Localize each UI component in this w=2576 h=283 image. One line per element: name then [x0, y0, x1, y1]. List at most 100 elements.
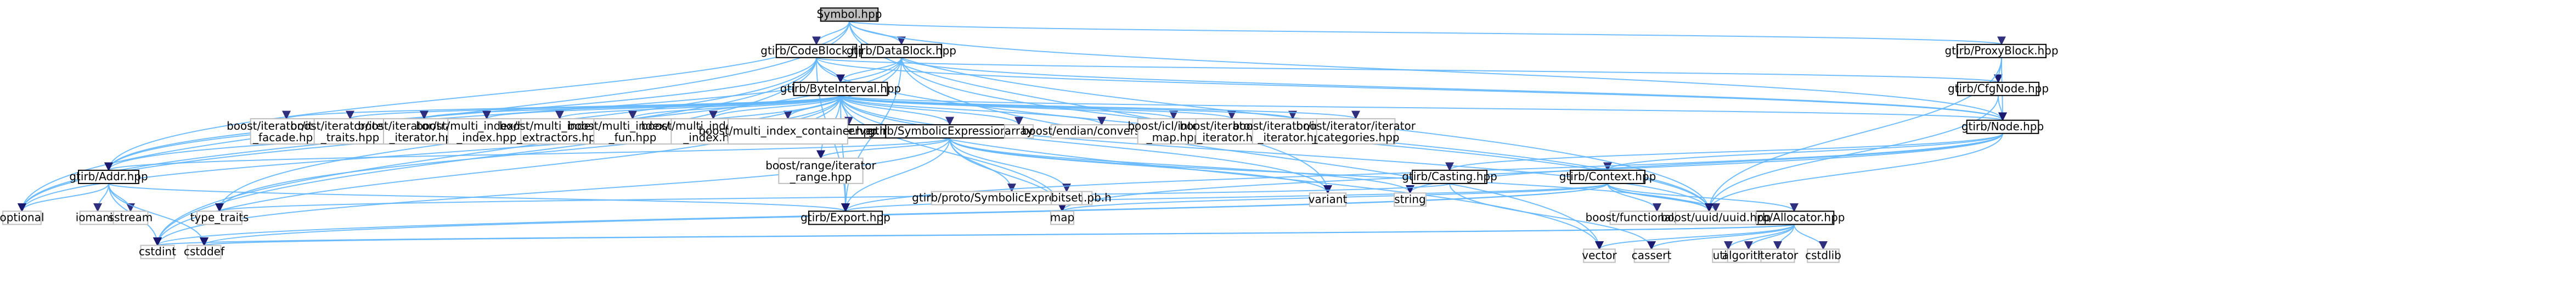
edge-datablock-to-vector — [901, 57, 1604, 250]
edge-casting-to-type_traits — [216, 182, 1450, 212]
node-box — [1583, 248, 1616, 263]
node-byteinterval[interactable]: gtirb/ByteInterval.hpp — [780, 81, 901, 96]
node-label: gtirb/ByteInterval.hpp — [780, 82, 901, 95]
node-box — [112, 210, 149, 225]
node-label: boost/uuid/uuid.hpp — [1661, 210, 1771, 224]
node-casting[interactable]: gtirb/Casting.hpp — [1402, 169, 1497, 184]
edge-byteinterval-to-it_traits — [346, 95, 841, 120]
node-allocator[interactable]: gtirb/Allocator.hpp — [1744, 210, 1845, 225]
node-box — [885, 124, 1014, 139]
node-label: gtirb/Export.hpp — [801, 210, 890, 224]
edge-codeblock-to-cfgnode — [816, 57, 2002, 84]
node-label: _categories.hpp — [1311, 131, 1399, 144]
node-label: gtirb/DataBlock.hpp — [847, 44, 956, 57]
edge-addr-to-cstddef — [108, 183, 208, 247]
node-box — [1394, 192, 1427, 207]
node-label: _range.hpp — [790, 170, 852, 184]
node-iterator: iterator — [1757, 248, 1799, 263]
edge-context-to-func_hash — [1607, 183, 1661, 212]
edge-symexpr-to-range — [816, 137, 950, 159]
node-box — [78, 169, 139, 184]
node-context[interactable]: gtirb/Context.hpp — [1559, 169, 1656, 184]
node-label: iterator — [1757, 248, 1799, 262]
edge-codeblock-to-byteinterval — [816, 57, 845, 84]
node-cstddef: cstddef — [184, 245, 225, 259]
edge-addr-to-optional — [18, 183, 109, 212]
node-box — [1966, 119, 2039, 134]
edge-node-to-casting — [1445, 132, 2003, 171]
edge-casting-to-cassert — [1449, 183, 1656, 250]
node-label: _map.hpp — [1146, 131, 1201, 144]
edge-datablock-to-byteinterval — [836, 57, 902, 84]
node-box — [313, 118, 387, 145]
node-label: boost/range/iterator — [765, 159, 876, 172]
node-symbol[interactable]: Symbol.hpp — [817, 7, 882, 22]
node-label: _iterator.hpp — [1257, 131, 1327, 144]
edge-symbol-to-codeblock — [812, 21, 850, 46]
node-it_categories: boost/iterator/iterator_categories.hpp — [1296, 118, 1416, 145]
node-box — [728, 118, 848, 145]
edge-datablock-to-addr — [104, 57, 902, 171]
node-box — [593, 118, 672, 145]
node-label: sstream — [109, 210, 153, 224]
edge-byteinterval-to-mem_fun — [628, 95, 841, 120]
node-vector: vector — [1582, 248, 1617, 263]
edge-byteinterval-to-array — [840, 95, 1023, 126]
node-label: cstddef — [184, 245, 225, 258]
node-datablock[interactable]: gtirb/DataBlock.hpp — [847, 43, 956, 58]
edge-byteinterval-to-map — [840, 95, 1067, 212]
edge-byteinterval-to-endian — [840, 95, 1106, 126]
edge-codeblock-to-cstdint — [153, 57, 817, 247]
edge-symexpr-to-addr — [104, 137, 950, 171]
node-box — [196, 210, 243, 225]
node-label: array — [1005, 124, 1034, 137]
edge-byteinterval-to-type_traits — [215, 95, 841, 212]
node-box — [1050, 124, 1153, 139]
node-box — [1754, 210, 1835, 225]
node-iomanip: iomanip — [76, 210, 120, 225]
node-label: variant — [1309, 192, 1348, 206]
edge-allocator-to-utility — [1724, 224, 1795, 250]
node-box — [1956, 43, 2047, 58]
node-label: _index.hpp — [456, 131, 516, 144]
edge-byteinterval-to-optional — [18, 95, 841, 212]
node-box — [808, 210, 883, 225]
node-box — [1675, 210, 1757, 225]
node-export[interactable]: gtirb/Export.hpp — [801, 210, 890, 225]
edge-byteinterval-to-variant — [840, 95, 1332, 194]
edge-symbol-to-node — [849, 21, 2007, 121]
node-addr[interactable]: gtirb/Addr.hpp — [69, 169, 148, 184]
node-label: gtirb/Allocator.hpp — [1744, 210, 1845, 224]
edge-addr-to-sstream — [108, 183, 135, 212]
edge-byteinterval-to-cstdint — [153, 95, 841, 247]
edge-context-to-cstddef — [200, 183, 1608, 247]
node-label: bitset — [1051, 191, 1083, 204]
node-box — [1633, 248, 1670, 263]
node-node[interactable]: gtirb/Node.hpp — [1961, 119, 2044, 134]
edge-symexpr-to-bitset — [949, 137, 1071, 193]
dependency-edges — [18, 20, 2007, 250]
edge-byteinterval-to-export — [840, 95, 850, 212]
node-label: Symbol.hpp — [817, 8, 882, 21]
node-optional: optional — [0, 210, 44, 225]
node-codeblock[interactable]: gtirb/CodeBlock.hpp — [760, 43, 872, 58]
edge-byteinterval-to-node — [840, 95, 2006, 121]
node-variant: variant — [1309, 192, 1348, 207]
edge-byteinterval-to-key_extractors — [555, 95, 841, 120]
edge-symbol-to-proxyblock — [849, 20, 2005, 46]
node-label: type_traits — [190, 210, 249, 224]
node-box — [778, 157, 864, 184]
node-box — [775, 43, 858, 58]
node-cassert: cassert — [1632, 248, 1671, 263]
edge-allocator-to-vector — [1595, 224, 1795, 250]
node-array: array — [1004, 124, 1034, 139]
node-string: string — [1394, 192, 1427, 207]
node-proxyblock[interactable]: gtirb/ProxyBlock.hpp — [1944, 43, 2059, 58]
node-label: gtirb/Context.hpp — [1559, 170, 1656, 183]
node-box — [793, 81, 888, 96]
node-range: boost/range/iterator_range.hpp — [765, 157, 877, 184]
node-label: map — [1050, 210, 1074, 224]
edge-byteinterval-to-ordered_index — [709, 95, 841, 120]
node-box — [860, 43, 943, 58]
node-cfgnode[interactable]: gtirb/CfgNode.hpp — [1948, 81, 2049, 96]
